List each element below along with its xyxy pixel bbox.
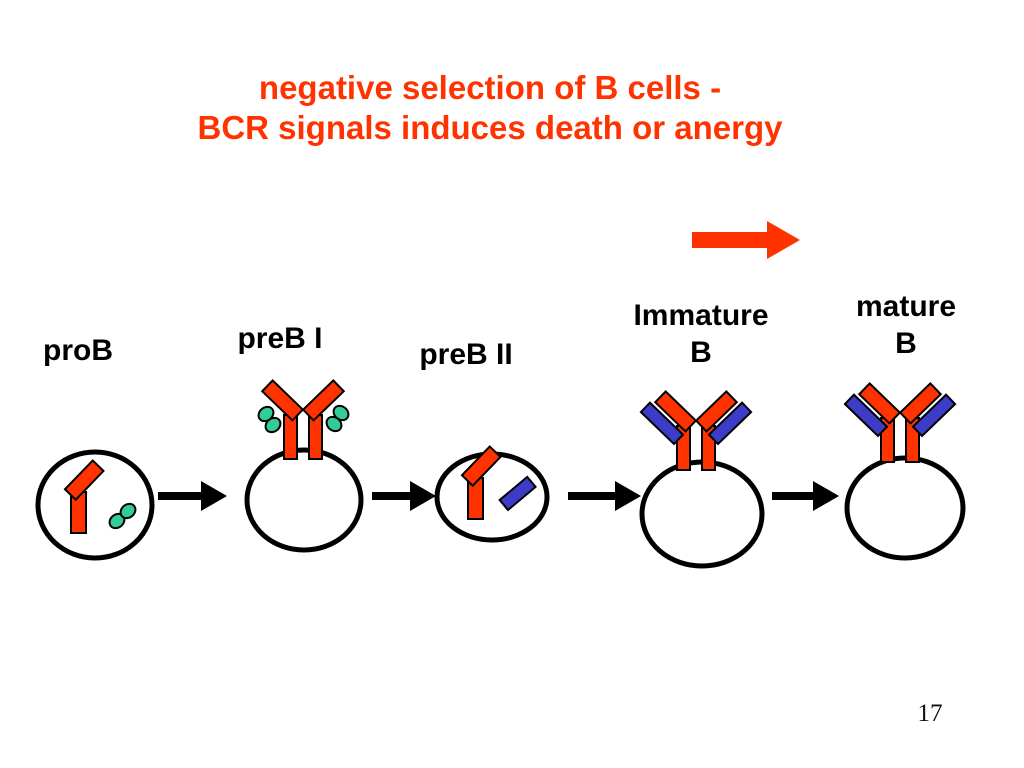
slide-title-line1: negative selection of B cells - (258, 69, 722, 106)
progression-arrow-3 (568, 481, 641, 511)
cell-preb1 (244, 380, 364, 553)
light-chain-icon (498, 475, 537, 512)
slide-title: negative selection of B cells - BCR sign… (60, 68, 920, 148)
progression-arrow-4 (772, 481, 839, 511)
cell-prob (35, 449, 155, 561)
mature-b-membrane (844, 455, 966, 561)
stage-label-prob: proB (43, 334, 113, 367)
immature-b-membrane (639, 459, 765, 569)
stage-label-mature: mature B (855, 290, 957, 360)
cell-preb2 (434, 445, 550, 543)
progression-arrow-2 (372, 481, 436, 511)
stage-label-preb2: preB II (419, 338, 513, 371)
bcr-icon (641, 391, 751, 470)
bcr-icon (845, 383, 955, 462)
prob-membrane (35, 449, 155, 561)
negative-selection-red-arrow-icon (692, 221, 800, 259)
page-number: 17 (917, 700, 943, 727)
stage-label-preb1: preB I (237, 322, 323, 355)
slide-title-line2: BCR signals induces death or anergy (197, 109, 783, 146)
preb1-membrane (244, 447, 364, 553)
surrogate-light-chain-icon (119, 502, 137, 520)
cell-mature-b (844, 383, 966, 561)
progression-arrow-1 (158, 481, 227, 511)
stage-label-immature: Immature B (633, 299, 769, 369)
cell-immature-b (639, 391, 765, 569)
pre-bcr-icon (256, 380, 352, 459)
